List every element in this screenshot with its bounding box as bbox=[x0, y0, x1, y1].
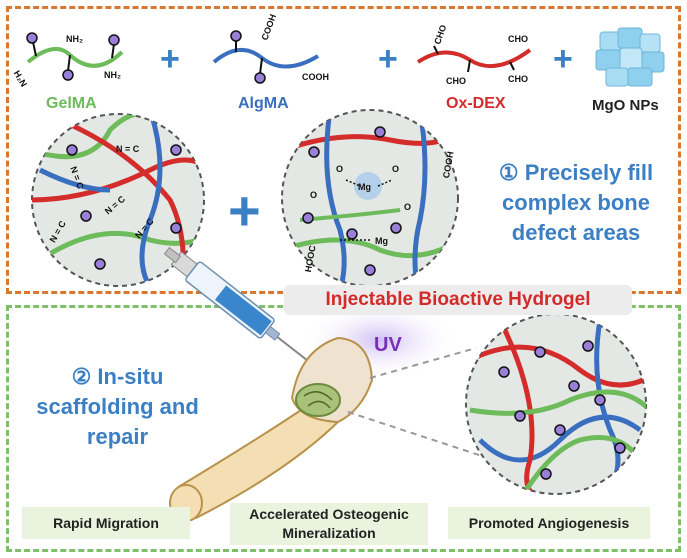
methacrylate-bead bbox=[498, 366, 510, 378]
methacrylate-bead bbox=[80, 210, 92, 222]
methacrylate-bead bbox=[94, 258, 106, 270]
step2-text: ② In-situ scaffolding and repair bbox=[30, 362, 205, 452]
cho-label: CHO bbox=[446, 76, 466, 86]
methacrylate-bead bbox=[346, 228, 358, 240]
hooc-label: HOOC bbox=[303, 244, 318, 273]
h2n-label: H₂N bbox=[12, 69, 29, 89]
methacrylate-bead bbox=[108, 34, 120, 46]
nh2-label: NH₂ bbox=[66, 34, 83, 44]
methacrylate-bead bbox=[230, 30, 242, 42]
methacrylate-bead bbox=[540, 468, 552, 480]
cho-label: CHO bbox=[432, 23, 448, 45]
methacrylate-bead bbox=[302, 212, 314, 224]
methacrylate-bead bbox=[364, 264, 376, 276]
methacrylate-bead bbox=[582, 340, 594, 352]
oxdex-molecule: CHO CHO CHO CHO bbox=[416, 23, 532, 86]
oxygen-label: O bbox=[404, 202, 411, 212]
cooh-label: COOH bbox=[260, 13, 279, 42]
cho-label: CHO bbox=[508, 34, 528, 44]
mg-ion-label: Mg bbox=[358, 182, 371, 192]
oxygen-label: O bbox=[392, 164, 399, 174]
nh2-label: NH₂ bbox=[104, 70, 121, 80]
mg-ion-label: Mg bbox=[375, 236, 388, 246]
methacrylate-bead bbox=[170, 144, 182, 156]
mg-coordination-network-circle: Mg Mg O O O O COOH HOOC bbox=[281, 109, 459, 287]
plus-sign: + bbox=[553, 40, 573, 78]
step2-line: scaffolding and bbox=[36, 394, 199, 419]
uv-label: UV bbox=[374, 334, 402, 356]
methacrylate-bead bbox=[170, 222, 182, 234]
methacrylate-bead bbox=[594, 394, 606, 406]
step1-text: ① Precisely fill complex bone defect are… bbox=[476, 158, 676, 248]
hydrogel-title: Injectable Bioactive Hydrogel bbox=[284, 285, 632, 315]
bone-illustration bbox=[169, 336, 374, 522]
mgo-label: MgO NPs bbox=[592, 97, 659, 114]
methacrylate-bead bbox=[26, 32, 38, 44]
oxygen-label: O bbox=[336, 164, 343, 174]
outcome-badge-osteogenic: Accelerated Osteogenic Mineralization bbox=[230, 503, 428, 545]
step1-marker: ① bbox=[498, 160, 519, 185]
mgo-nanoparticles bbox=[595, 27, 665, 87]
step2-line: In-situ bbox=[97, 364, 164, 389]
methacrylate-bead bbox=[514, 410, 526, 422]
step1-line: defect areas bbox=[511, 220, 641, 245]
zoom-line bbox=[347, 411, 483, 457]
zoom-line bbox=[369, 347, 477, 379]
plus-sign: + bbox=[228, 179, 261, 242]
cho-label: CHO bbox=[508, 74, 528, 84]
methacrylate-bead bbox=[534, 346, 546, 358]
step2-marker: ② bbox=[71, 364, 92, 389]
magnified-network-circle bbox=[465, 313, 647, 495]
methacrylate-bead bbox=[66, 144, 78, 156]
step1-line: complex bone bbox=[502, 190, 650, 215]
plus-sign: + bbox=[160, 40, 180, 78]
methacrylate-bead bbox=[62, 69, 74, 81]
outcome-badge-angiogenesis: Promoted Angiogenesis bbox=[448, 507, 650, 539]
methacrylate-bead bbox=[254, 72, 266, 84]
plus-sign: + bbox=[378, 40, 398, 78]
oxdex-label: Ox-DEX bbox=[446, 95, 506, 112]
imine-bond-label: N = C bbox=[116, 144, 140, 154]
step1-line: Precisely fill bbox=[524, 160, 654, 185]
algma-label: AlgMA bbox=[238, 95, 289, 112]
cooh-label: COOH bbox=[302, 72, 329, 82]
methacrylate-bead bbox=[568, 380, 580, 392]
methacrylate-bead bbox=[554, 424, 566, 436]
methacrylate-bead bbox=[308, 146, 320, 158]
cooh-label: COOH bbox=[441, 151, 456, 179]
step2-line: repair bbox=[86, 424, 149, 449]
gelma-molecule: NH₂ H₂N NH₂ bbox=[12, 32, 124, 89]
oxygen-label: O bbox=[310, 190, 317, 200]
outcome-badge-migration: Rapid Migration bbox=[22, 507, 190, 539]
algma-molecule: COOH COOH bbox=[212, 13, 329, 84]
methacrylate-bead bbox=[374, 126, 386, 138]
methacrylate-bead bbox=[390, 222, 402, 234]
methacrylate-bead bbox=[614, 442, 626, 454]
gelma-label: GelMA bbox=[46, 95, 97, 112]
syringe bbox=[163, 246, 310, 363]
